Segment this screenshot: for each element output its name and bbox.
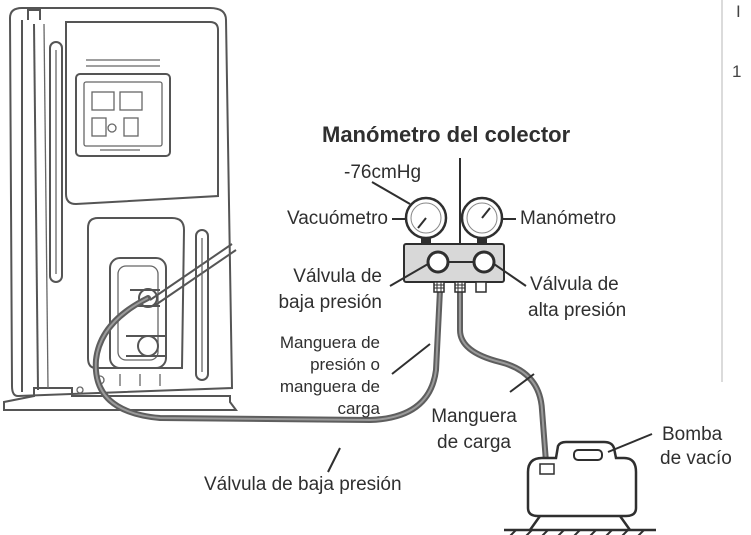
charge-hose-label-line2: de carga (437, 432, 511, 453)
manifold-gauge (403, 196, 505, 293)
reading-label: -76cmHg (344, 162, 422, 183)
charge-hose-label-line1: Manguera (431, 406, 517, 427)
vacuum-pump-label-line1: Bomba (662, 424, 723, 445)
pressure-hose-label-line3: manguera de (279, 377, 380, 396)
vacuum-pump (504, 440, 656, 535)
low-valve-bottom-label: Válvula de baja presión (204, 474, 402, 495)
margin-glyph-top: I (736, 2, 741, 21)
low-valve-label-line2: baja presión (278, 292, 382, 313)
pressure-gauge-label: Manómetro (520, 208, 617, 229)
pressure-hose-label-line4: carga (337, 399, 380, 418)
high-valve-label-line2: alta presión (528, 300, 627, 321)
vacuum-gauge-label: Vacuómetro (286, 208, 388, 229)
high-valve-label-line1: Válvula de (530, 274, 619, 295)
pressure-hose-label-line2: presión o (310, 355, 380, 374)
outdoor-unit (3, 7, 238, 411)
pressure-hose-label-line1: Manguera de (279, 333, 380, 352)
leader-lines (327, 158, 653, 473)
high-pressure-knob (472, 250, 496, 274)
diagram-title: Manómetro del colector (322, 122, 571, 147)
vacuum-pump-label-line2: de vacío (660, 448, 732, 469)
margin-glyph-one: 1 (732, 62, 742, 81)
low-valve-label-line1: Válvula de (293, 266, 382, 287)
low-pressure-knob (426, 250, 450, 274)
